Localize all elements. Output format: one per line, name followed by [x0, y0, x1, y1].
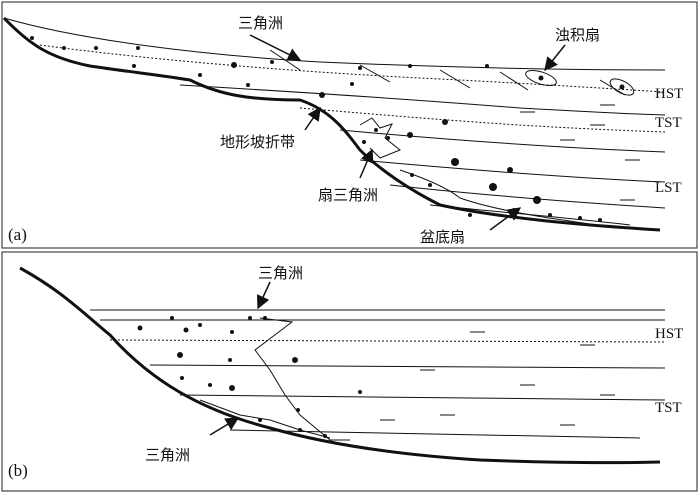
- panel-a-tag: (a): [8, 225, 27, 244]
- label-basin-fan: 盆底扇: [420, 228, 465, 246]
- panel-b-frame: [1, 251, 698, 492]
- panel-b-surfaces: [90, 309, 666, 441]
- panel-b-basement: [19, 266, 661, 465]
- panel-a: 三角洲 浊积扇 地形坡折带 扇三角洲 盆底扇 HST TST LST (a): [1, 1, 698, 249]
- seq-tst-a: TST: [655, 115, 682, 131]
- panel-b-arrows: [209, 281, 271, 436]
- panel-a-frame: [1, 1, 698, 249]
- seq-hst-a: HST: [655, 86, 683, 102]
- panel-a-gravel: [30, 36, 625, 222]
- label-slope-break: 地形坡折带: [220, 133, 295, 151]
- label-fan-delta: 扇三角洲: [318, 186, 378, 204]
- panel-b-tag: (b): [8, 461, 28, 480]
- label-delta-top: 三角洲: [258, 264, 303, 282]
- panel-b-mud-dashes: [380, 331, 615, 426]
- label-delta-bottom: 三角洲: [145, 446, 190, 464]
- seq-hst-b: HST: [655, 326, 683, 342]
- panel-b-gravel: [137, 316, 362, 438]
- label-delta: 三角洲: [238, 14, 283, 32]
- seq-tst-b: TST: [655, 400, 682, 416]
- panel-a-basement: [2, 16, 661, 232]
- panel-a-surfaces: [3, 17, 666, 229]
- panel-a-mud-dashes: [520, 104, 640, 201]
- seq-lst-a: LST: [655, 180, 682, 196]
- panel-b: 三角洲 三角洲 HST TST (b): [1, 251, 698, 492]
- label-turbidite-fan: 浊积扇: [555, 26, 600, 44]
- panel-a-arrows: [249, 34, 566, 231]
